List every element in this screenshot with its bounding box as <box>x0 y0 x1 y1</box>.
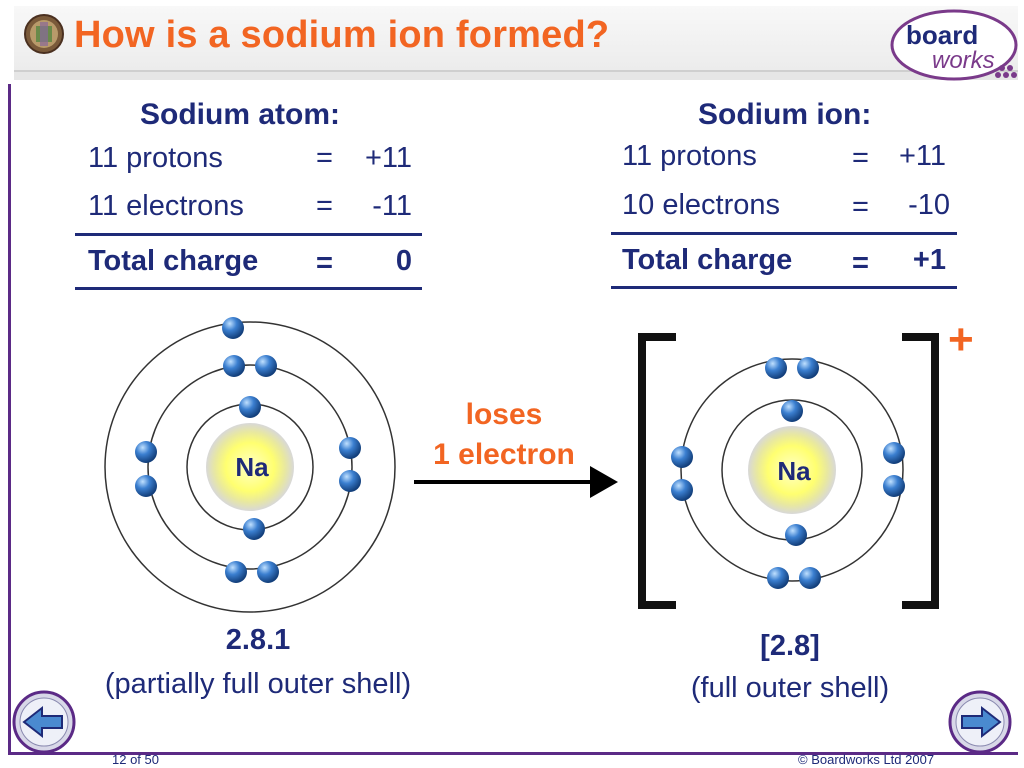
electron <box>767 567 789 589</box>
ion-row-protons-label: 11 protons <box>622 140 757 172</box>
title-underline-bar <box>14 72 1018 80</box>
title-bar <box>14 6 1018 72</box>
atom-electron-config: 2.8.1 <box>225 624 291 656</box>
ion-total-label: Total charge <box>622 244 793 276</box>
atom-total-label: Total charge <box>88 245 259 277</box>
sodium-ion-diagram: Na <box>638 333 939 609</box>
electron <box>223 355 245 377</box>
electron <box>225 561 247 583</box>
atom-heading: Sodium atom: <box>140 98 340 131</box>
atom-table-rule-top <box>75 233 422 236</box>
ion-row-protons-eq: = <box>852 142 869 174</box>
crest-icon <box>24 14 64 54</box>
ion-charge-sign: + <box>948 315 974 364</box>
next-slide-button[interactable] <box>948 690 1012 754</box>
electron <box>883 442 905 464</box>
ion-row-electrons-label: 10 electrons <box>622 189 780 221</box>
electron <box>239 396 261 418</box>
slide-frame-bottom <box>8 752 1018 755</box>
electron <box>339 437 361 459</box>
ion-row-electrons-value: -10 <box>908 189 950 221</box>
page-counter: 12 of 50 <box>112 752 159 767</box>
right-bracket <box>902 333 939 609</box>
electron <box>671 479 693 501</box>
ion-electron-config: [2.8] <box>760 630 820 662</box>
electron <box>255 355 277 377</box>
ion-total-eq: = <box>852 247 869 279</box>
ion-heading: Sodium ion: <box>698 98 872 131</box>
atom-row-protons-label: 11 protons <box>88 142 223 174</box>
electron <box>257 561 279 583</box>
ion-table-rule-top <box>611 232 957 235</box>
electron <box>785 524 807 546</box>
left-arrow-icon <box>22 705 63 739</box>
atom-row-protons-eq: = <box>316 142 333 174</box>
atom-shell-3 <box>104 321 396 613</box>
electron <box>883 475 905 497</box>
boardworks-logo: board works <box>890 9 1018 81</box>
slide-frame-left <box>8 84 11 754</box>
atom-row-electrons-label: 11 electrons <box>88 190 244 222</box>
ion-shell-2 <box>680 358 904 582</box>
logo-line2: works <box>932 47 995 74</box>
previous-slide-button[interactable] <box>12 690 76 754</box>
arrow-label-line1: loses <box>465 398 543 431</box>
sodium-atom-diagram: Na <box>104 317 396 613</box>
atom-row-electrons-eq: = <box>316 190 333 222</box>
atom-row-protons-value: +11 <box>364 142 412 174</box>
ion-total-value: +1 <box>912 244 946 276</box>
electron <box>135 475 157 497</box>
atom-row-electrons-value: -11 <box>372 190 412 222</box>
arrow-label-line2: 1 electron <box>433 438 575 471</box>
logo-line1: board <box>906 20 978 50</box>
right-arrow-icon <box>961 705 1002 739</box>
atom-table-rule-bottom <box>75 287 422 290</box>
electron <box>135 441 157 463</box>
ion-nucleus <box>748 426 836 514</box>
arrow-head-icon <box>590 466 618 498</box>
ion-row-protons-value: +11 <box>898 140 946 172</box>
electron <box>339 470 361 492</box>
left-bracket <box>638 333 676 609</box>
atom-total-value: 0 <box>395 245 412 277</box>
ion-nucleus-label: Na <box>777 456 811 486</box>
atom-config-note: (partially full outer shell) <box>104 668 412 700</box>
atom-ion-diagram: Na Na <box>104 317 939 613</box>
electron <box>781 400 803 422</box>
atom-total-eq: = <box>316 247 333 279</box>
electron <box>671 446 693 468</box>
electron <box>797 357 819 379</box>
electron <box>222 317 244 339</box>
copyright: © Boardworks Ltd 2007 <box>798 752 935 767</box>
electron <box>243 518 265 540</box>
ion-config-note: (full outer shell) <box>690 672 890 704</box>
ion-table-rule-bottom <box>611 286 957 289</box>
atom-nucleus-label: Na <box>235 452 269 482</box>
page-title: How is a sodium ion formed? <box>74 14 610 56</box>
electron <box>765 357 787 379</box>
ion-row-electrons-eq: = <box>852 191 869 223</box>
atom-nucleus <box>206 423 294 511</box>
electron <box>799 567 821 589</box>
atom-shell-2 <box>147 364 353 570</box>
